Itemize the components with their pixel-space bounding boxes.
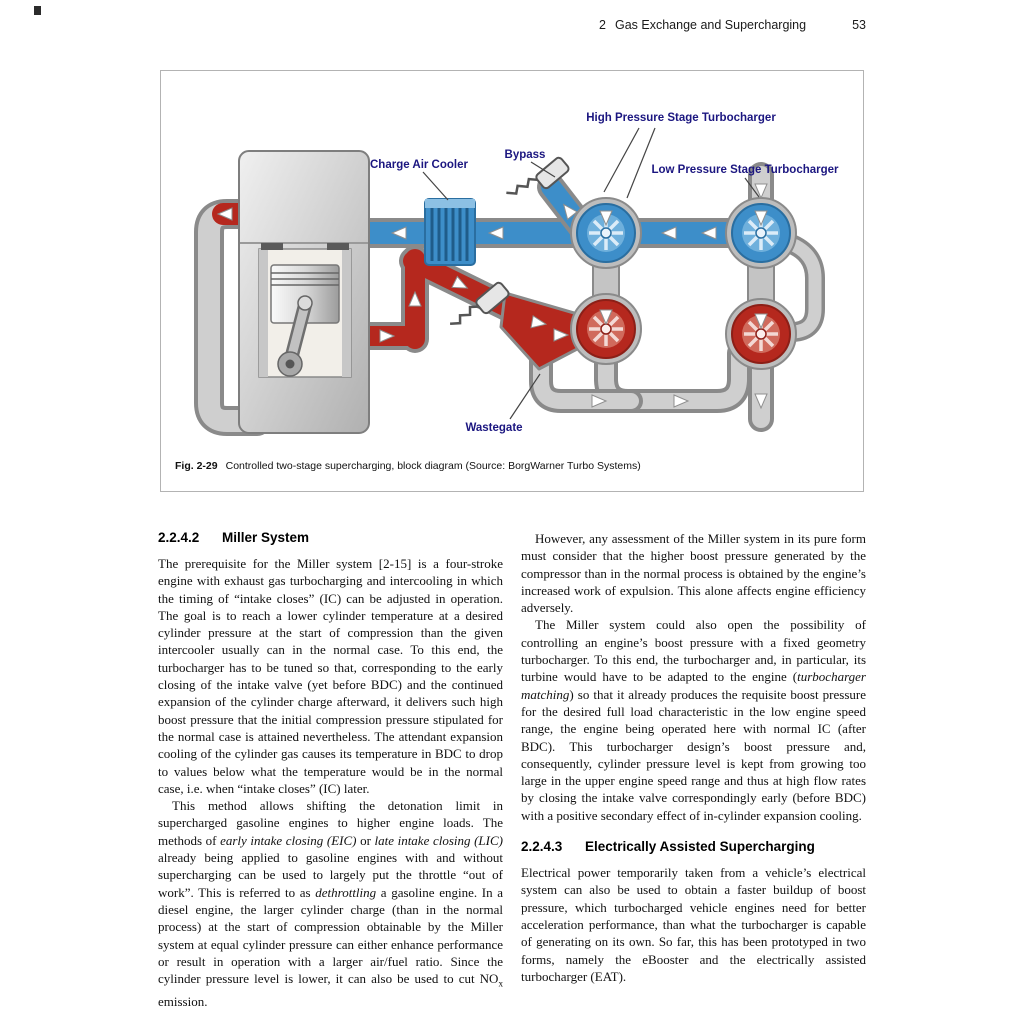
section-title: Miller System xyxy=(222,530,310,545)
left-column: 2.2.4.2 Miller System The prerequisite f… xyxy=(158,530,503,1010)
figure-caption-text: Controlled two-stage supercharging, bloc… xyxy=(225,460,641,472)
right-column: However, any assessment of the Miller sy… xyxy=(521,530,866,1010)
label-charge-air-cooler: Charge Air Cooler xyxy=(370,159,469,171)
running-chapter-number: 2 xyxy=(599,18,606,32)
leader-hp-turbo-2 xyxy=(626,127,656,199)
label-wastegate: Wastegate xyxy=(465,422,522,434)
leader-charge-air-cooler xyxy=(422,171,449,201)
lp-turbocharger xyxy=(725,197,797,370)
leader-lp-turbo xyxy=(744,177,760,198)
engine-block xyxy=(238,150,370,434)
running-chapter-title: Gas Exchange and Supercharging xyxy=(614,18,807,32)
body-paragraph: This method allows shifting the detonati… xyxy=(158,798,503,1010)
figure-caption-label: Fig. 2-29 xyxy=(175,460,218,472)
bypass-valve-icon xyxy=(506,156,570,195)
section-title: Electrically Assisted Supercharging xyxy=(585,839,815,855)
leader-wastegate xyxy=(509,373,541,420)
charge-air-cooler-block xyxy=(424,198,476,266)
body-paragraph: The Miller system could also open the po… xyxy=(521,617,866,823)
supercharging-diagram: Charge Air Cooler Bypass High Pressure S… xyxy=(194,112,839,436)
body-text: 2.2.4.2 Miller System The prerequisite f… xyxy=(158,530,866,1010)
section-heading-electrically-assisted: 2.2.4.3 Electrically Assisted Supercharg… xyxy=(521,839,866,854)
figure-caption: Fig. 2-29 Controlled two-stage supercharg… xyxy=(175,460,863,472)
page-number: 53 xyxy=(852,18,866,32)
section-number: 2.2.4.2 xyxy=(158,530,200,545)
exhaust-junction xyxy=(499,291,583,371)
section-heading-miller-system: 2.2.4.2 Miller System xyxy=(158,530,503,545)
page-header: 2 Gas Exchange and Supercharging 53 xyxy=(599,18,866,32)
hp-turbocharger xyxy=(570,197,642,365)
body-paragraph: The prerequisite for the Miller system [… xyxy=(158,556,503,796)
leader-bypass xyxy=(530,161,556,178)
figure-2-29: Charge Air Cooler Bypass High Pressure S… xyxy=(160,70,864,492)
label-lp-turbocharger: Low Pressure Stage Turbocharger xyxy=(651,164,839,176)
connecting-rod xyxy=(277,295,313,377)
scan-artifact xyxy=(34,6,41,15)
section-number: 2.2.4.3 xyxy=(521,839,563,855)
body-paragraph: Electrical power temporarily taken from … xyxy=(521,865,866,984)
leader-hp-turbo-1 xyxy=(603,127,640,193)
label-hp-turbocharger: High Pressure Stage Turbocharger xyxy=(586,112,776,124)
wastegate-valve-icon xyxy=(450,281,510,325)
label-bypass: Bypass xyxy=(505,149,546,161)
piston xyxy=(270,264,340,324)
body-paragraph: However, any assessment of the Miller sy… xyxy=(521,531,866,616)
figure-labels: Charge Air Cooler Bypass High Pressure S… xyxy=(370,112,839,434)
